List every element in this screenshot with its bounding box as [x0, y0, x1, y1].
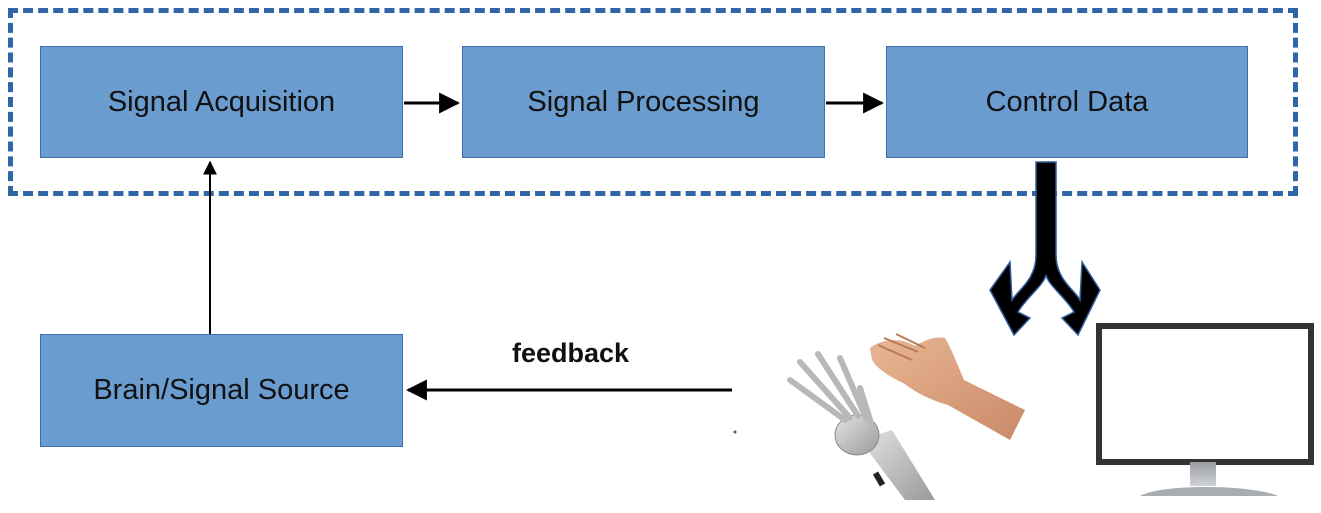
processing-system-boundary: [8, 8, 1298, 196]
brain-signal-source-label: Brain/Signal Source: [93, 374, 350, 406]
robotic-hand-icon: [787, 351, 935, 500]
computer-monitor-icon: [1096, 323, 1314, 496]
control-data-block: Control Data: [886, 46, 1248, 158]
human-hand-icon: [870, 333, 1025, 440]
signal-processing-label: Signal Processing: [527, 85, 760, 118]
signal-processing-block: Signal Processing: [462, 46, 825, 158]
split-arrow-icon: [989, 161, 1101, 337]
signal-acquisition-block: Signal Acquisition: [40, 46, 403, 158]
control-data-label: Control Data: [985, 85, 1149, 118]
feedback-label: feedback: [512, 338, 630, 368]
stray-dot: [733, 430, 737, 434]
brain-signal-source-block: Brain/Signal Source: [40, 334, 403, 447]
signal-acquisition-label: Signal Acquisition: [107, 85, 336, 118]
